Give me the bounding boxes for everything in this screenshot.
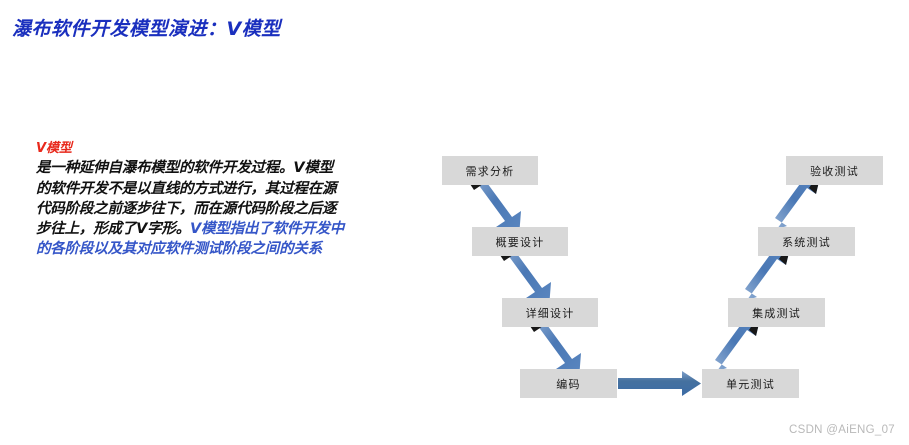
description-text-blue: V模型指出了软件开发中的各阶段以及其对应软件测试阶段之间的关系: [36, 221, 345, 258]
diagram-node-system-test[interactable]: 系统测试: [758, 227, 855, 256]
diagram-node-detailed-design[interactable]: 详细设计: [502, 298, 598, 327]
watermark: CSDN @AiENG_07: [789, 424, 895, 436]
description-block: V模型 是一种延伸自瀑布模型的软件开发过程。V模型的软件开发不是以直线的方式进行…: [36, 141, 346, 260]
diagram-node-outline-design[interactable]: 概要设计: [472, 227, 568, 256]
v-model-diagram: 需求分析 概要设计 详细设计 编码 单元测试 集成测试 系统测试 验收测试: [420, 140, 909, 415]
page-title: 瀑布软件开发模型演进：V模型: [12, 18, 281, 40]
diagram-node-acceptance-test[interactable]: 验收测试: [786, 156, 883, 185]
diagram-node-requirements[interactable]: 需求分析: [442, 156, 538, 185]
arrow-coding-to-unit: [618, 371, 701, 396]
diagram-node-integration-test[interactable]: 集成测试: [728, 298, 825, 327]
vmodel-heading: V模型: [36, 141, 73, 156]
diagram-node-coding[interactable]: 编码: [520, 369, 617, 398]
diagram-node-unit-test[interactable]: 单元测试: [702, 369, 799, 398]
description-paragraph: 是一种延伸自瀑布模型的软件开发过程。V模型的软件开发不是以直线的方式进行，其过程…: [36, 158, 346, 259]
description-text-black: 是一种延伸自瀑布模型的软件开发过程。V模型的软件开发不是以直线的方式进行，其过程…: [36, 160, 337, 238]
